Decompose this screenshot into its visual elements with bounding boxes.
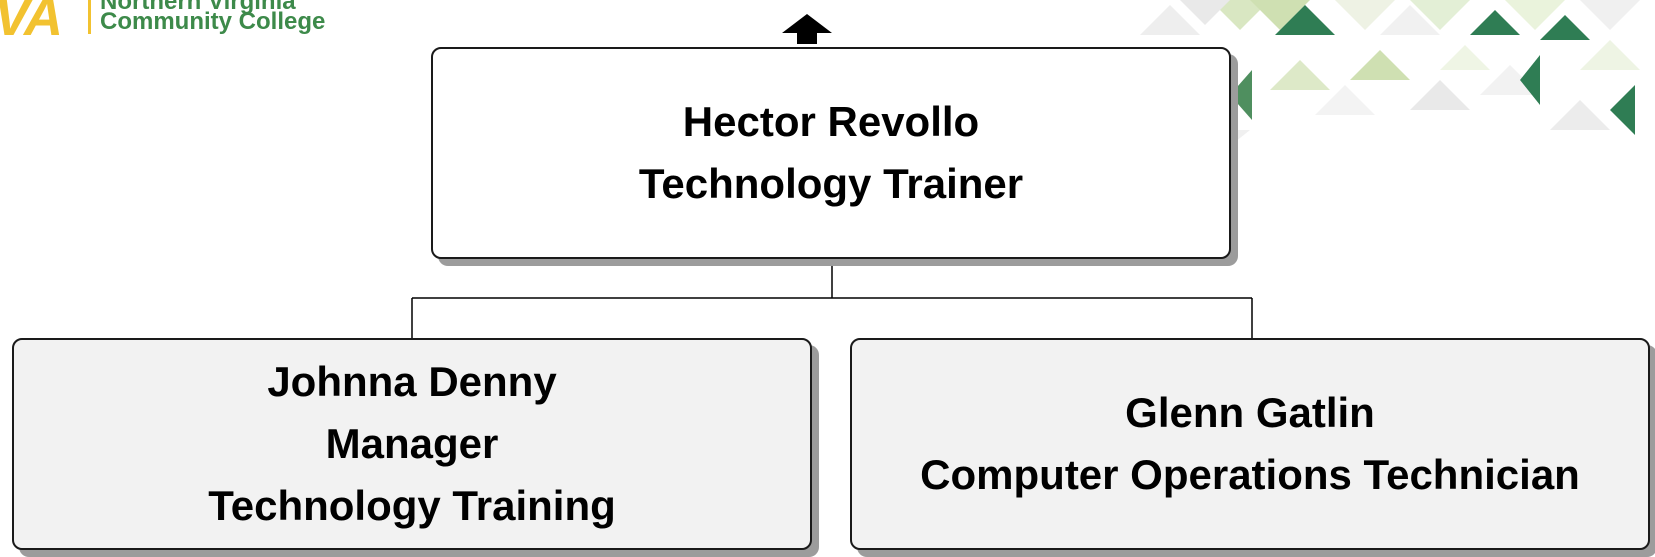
org-node-johnna-denny: Johnna Denny Manager Technology Training (12, 338, 812, 550)
decorative-pattern (1140, 0, 1640, 150)
org-node-glenn-gatlin: Glenn Gatlin Computer Operations Technic… (850, 338, 1650, 550)
org-node-hector-revollo: Hector Revollo Technology Trainer (431, 47, 1231, 259)
node-department: Technology Training (208, 482, 616, 529)
node-name: Hector Revollo (682, 98, 980, 145)
logo-separator (88, 0, 91, 34)
logo-mark: VA (0, 0, 63, 47)
logo-text-line2: Community College (100, 8, 326, 35)
node-name: Glenn Gatlin (1125, 389, 1375, 436)
logo-text-line1: Northern Virginia (100, 0, 296, 15)
node-title: Manager (325, 420, 499, 467)
node-name: Johnna Denny (267, 358, 557, 405)
node-title: Technology Trainer (638, 160, 1024, 207)
up-arrow-icon (782, 14, 832, 44)
node-title: Computer Operations Technician (920, 451, 1580, 498)
